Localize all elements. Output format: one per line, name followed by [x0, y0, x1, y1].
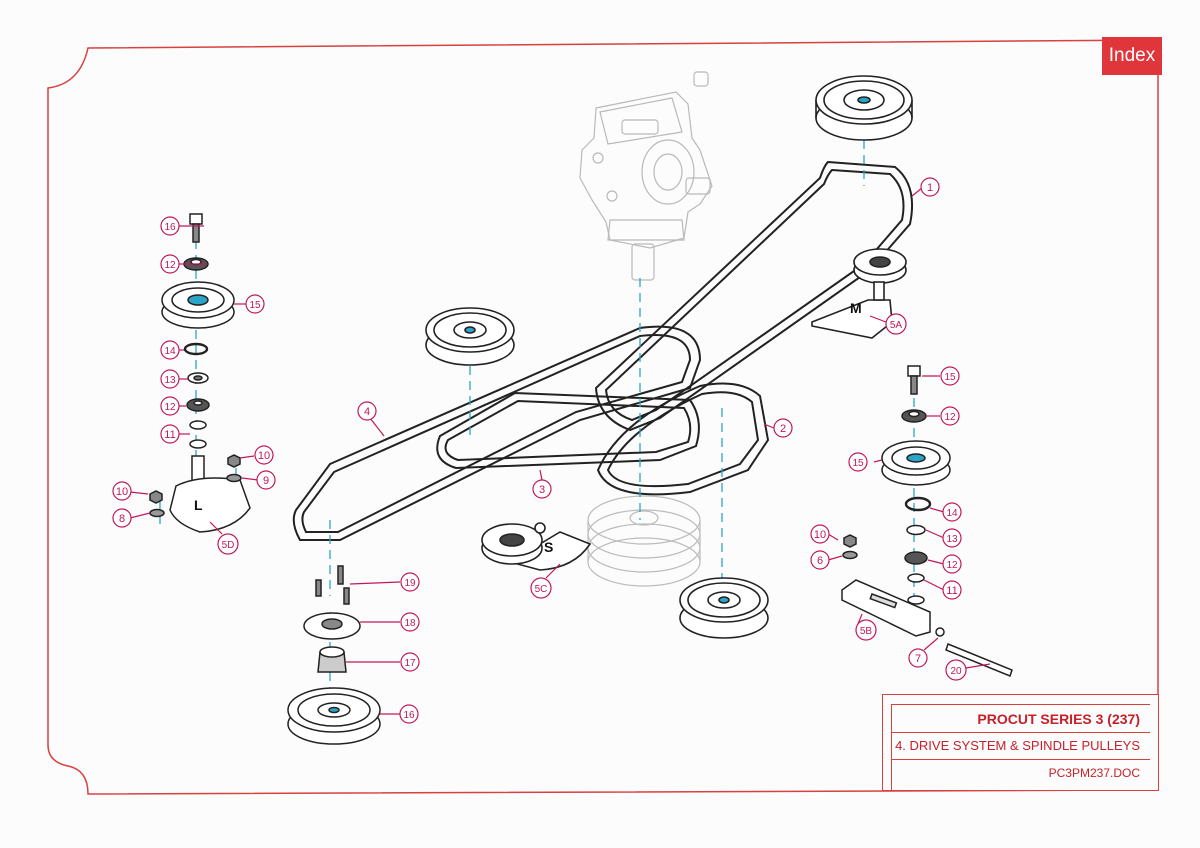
pulley-bottom-center — [679, 577, 769, 639]
callout-text: 12 — [944, 412, 956, 423]
callout-19 — [400, 572, 420, 592]
belt-1 — [594, 160, 914, 432]
callout-7b — [908, 648, 928, 668]
callout-text: 13 — [946, 534, 958, 545]
callout-6b — [810, 550, 830, 570]
callout-3 — [532, 479, 552, 499]
gearbox-illustration — [579, 71, 713, 281]
callout-text: 5C — [535, 584, 548, 595]
callout-16 — [399, 704, 419, 724]
callout-2 — [773, 418, 793, 438]
callout-4 — [357, 401, 377, 421]
label-s: S — [544, 539, 553, 555]
callout-text: 8 — [119, 513, 125, 525]
callout-text: 11 — [164, 429, 175, 441]
callout-18 — [400, 612, 420, 632]
index-button[interactable]: Index — [1102, 37, 1162, 75]
callout-text: 16 — [403, 710, 415, 721]
callout-text: 10 — [258, 450, 270, 462]
left-spindle-stack — [149, 213, 251, 533]
idler-assembly-m — [811, 248, 907, 339]
callout-text: 18 — [404, 618, 416, 629]
callout-text: 20 — [950, 666, 962, 677]
callout-5b — [855, 619, 877, 641]
callout-text: 12 — [164, 402, 176, 413]
callout-markers — [112, 177, 967, 724]
callout-text: 11 — [946, 585, 957, 597]
callout-7a — [256, 470, 276, 490]
label-m: M — [850, 300, 862, 316]
callout-1 — [920, 177, 940, 197]
callout-text: 12 — [164, 260, 176, 271]
label-l: L — [194, 497, 203, 513]
callout-text: 16 — [164, 222, 176, 233]
callout-text: 15 — [944, 372, 956, 383]
callout-10a — [160, 254, 180, 274]
callout-text: 5D — [222, 540, 235, 551]
callout-11a — [160, 369, 180, 389]
document-name: PC3PM237.DOC — [1048, 765, 1140, 780]
bottom-left-stack — [287, 565, 381, 745]
callout-8a — [254, 445, 274, 465]
callout-14 — [160, 216, 180, 236]
callout-10d — [942, 554, 962, 574]
callout-text: 13 — [164, 375, 176, 386]
section-title: 4. DRIVE SYSTEM & SPINDLE PULLEYS — [892, 732, 1150, 760]
callout-text: 6 — [817, 555, 823, 567]
callout-text: 17 — [404, 658, 416, 669]
page-border — [47, 39, 1159, 795]
idler-assembly-s — [481, 522, 592, 571]
callout-15 — [940, 366, 960, 386]
callout-text: 15 — [249, 300, 261, 311]
callout-20 — [945, 659, 967, 681]
callout-text: 5B — [860, 626, 873, 637]
callout-text: 10 — [116, 486, 128, 498]
right-spindle-stack — [841, 365, 1013, 677]
title-block-inner: PROCUT SERIES 3 (237) 4. DRIVE SYSTEM & … — [891, 704, 1150, 790]
callout-5c — [530, 577, 552, 599]
callout-text: 19 — [404, 578, 416, 589]
callout-text: 12 — [946, 560, 958, 571]
callout-10c — [940, 406, 960, 426]
callout-8c — [810, 524, 830, 544]
callout-text: 7 — [915, 653, 921, 665]
callout-text: 14 — [946, 508, 958, 519]
callout-text: 4 — [364, 406, 370, 418]
callout-11b — [942, 528, 962, 548]
callout-text: 9 — [263, 475, 269, 487]
pulley-top-right — [815, 75, 913, 141]
callout-17 — [400, 652, 420, 672]
callout-text: 2 — [780, 423, 786, 435]
belt-2 — [596, 382, 770, 496]
pulley-center-left — [425, 307, 515, 366]
callout-10b — [160, 396, 180, 416]
callout-text: 5A — [890, 320, 903, 331]
belt-3 — [436, 391, 700, 470]
callout-text: 3 — [539, 484, 545, 496]
callout-13a — [245, 294, 265, 314]
callout-5d — [217, 533, 239, 555]
faded-stacked-pulley — [587, 495, 701, 587]
centerlines — [159, 140, 915, 700]
model-title: PROCUT SERIES 3 (237) — [892, 705, 1150, 733]
callout-9a — [160, 424, 180, 444]
title-block: PROCUT SERIES 3 (237) 4. DRIVE SYSTEM & … — [882, 694, 1159, 791]
callout-8b — [112, 481, 132, 501]
callout-5a — [885, 313, 907, 335]
callout-text: 10 — [814, 529, 826, 541]
callout-6a — [112, 508, 132, 528]
callout-9b — [942, 580, 962, 600]
callout-12b — [942, 502, 962, 522]
callout-12a — [160, 340, 180, 360]
callout-text: 15 — [852, 458, 864, 469]
callouts — [129, 187, 991, 715]
callout-13b — [848, 452, 868, 472]
callout-text: 14 — [164, 346, 176, 357]
callout-labels: 1 2 3 4 5A 5B 5C 5D 16 12 15 14 13 12 11… — [116, 182, 962, 721]
callout-text: 1 — [927, 182, 933, 194]
